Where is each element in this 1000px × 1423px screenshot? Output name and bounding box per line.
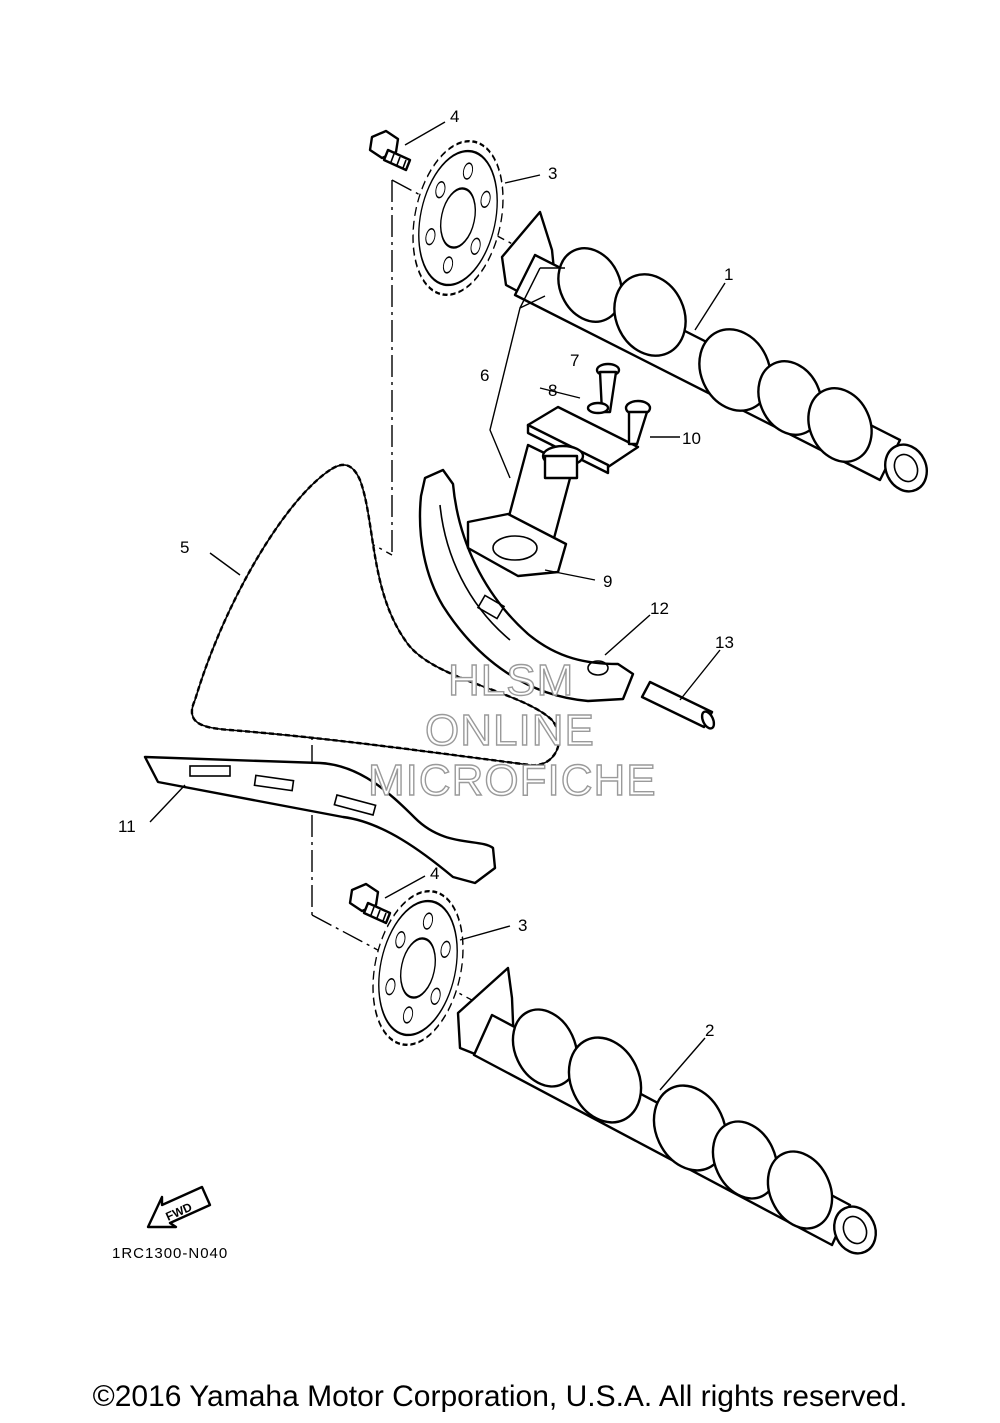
watermark-line-1: HLSM [448,656,574,705]
camshaft-upper[interactable] [500,210,934,498]
callout-6: 6 [480,366,489,385]
callout-12: 12 [650,599,669,618]
watermark: HLSM ONLINE MICROFICHE [367,655,657,805]
leader-lines [149,121,726,1091]
callout-2: 2 [705,1021,714,1040]
callout-1: 1 [724,265,733,284]
callout-8: 8 [548,381,557,400]
washer[interactable] [586,401,610,415]
bolt-top[interactable] [368,129,412,172]
chain-guide[interactable] [143,755,497,885]
watermark-line-2: ONLINE [425,706,595,755]
callout-3-bottom: 3 [518,916,527,935]
cam-chain-tensioner[interactable] [506,405,640,544]
callout-3-top: 3 [548,164,557,183]
watermark-line-3: MICROFICHE [368,756,657,805]
guide-pin[interactable] [640,680,716,730]
callout-13: 13 [715,633,734,652]
fwd-arrow-icon: FWD [146,1185,212,1229]
callout-10: 10 [682,429,701,448]
callout-4-top: 4 [450,107,459,126]
diagram-code: 1RC1300-N040 [112,1245,229,1262]
callout-4-bottom: 4 [430,864,439,883]
tensioner-bolt-2[interactable] [624,399,652,446]
camshaft-lower[interactable] [456,966,883,1260]
copyright-notice: ©2016 Yamaha Motor Corporation, U.S.A. A… [92,1380,908,1413]
cam-sprocket-top[interactable] [400,133,516,303]
tensioner-guide[interactable] [418,468,635,703]
cam-sprocket-bottom[interactable] [360,883,476,1053]
callout-7: 7 [570,351,579,370]
callout-9: 9 [603,572,612,591]
timing-chain[interactable] [190,463,561,767]
callout-11: 11 [118,817,136,836]
bolt-bottom[interactable] [348,882,392,925]
tensioner-bolt[interactable] [595,362,621,414]
callout-5: 5 [180,538,189,557]
callout-labels: 1 2 3 3 4 4 5 6 7 8 9 10 11 12 13 [118,107,734,1040]
